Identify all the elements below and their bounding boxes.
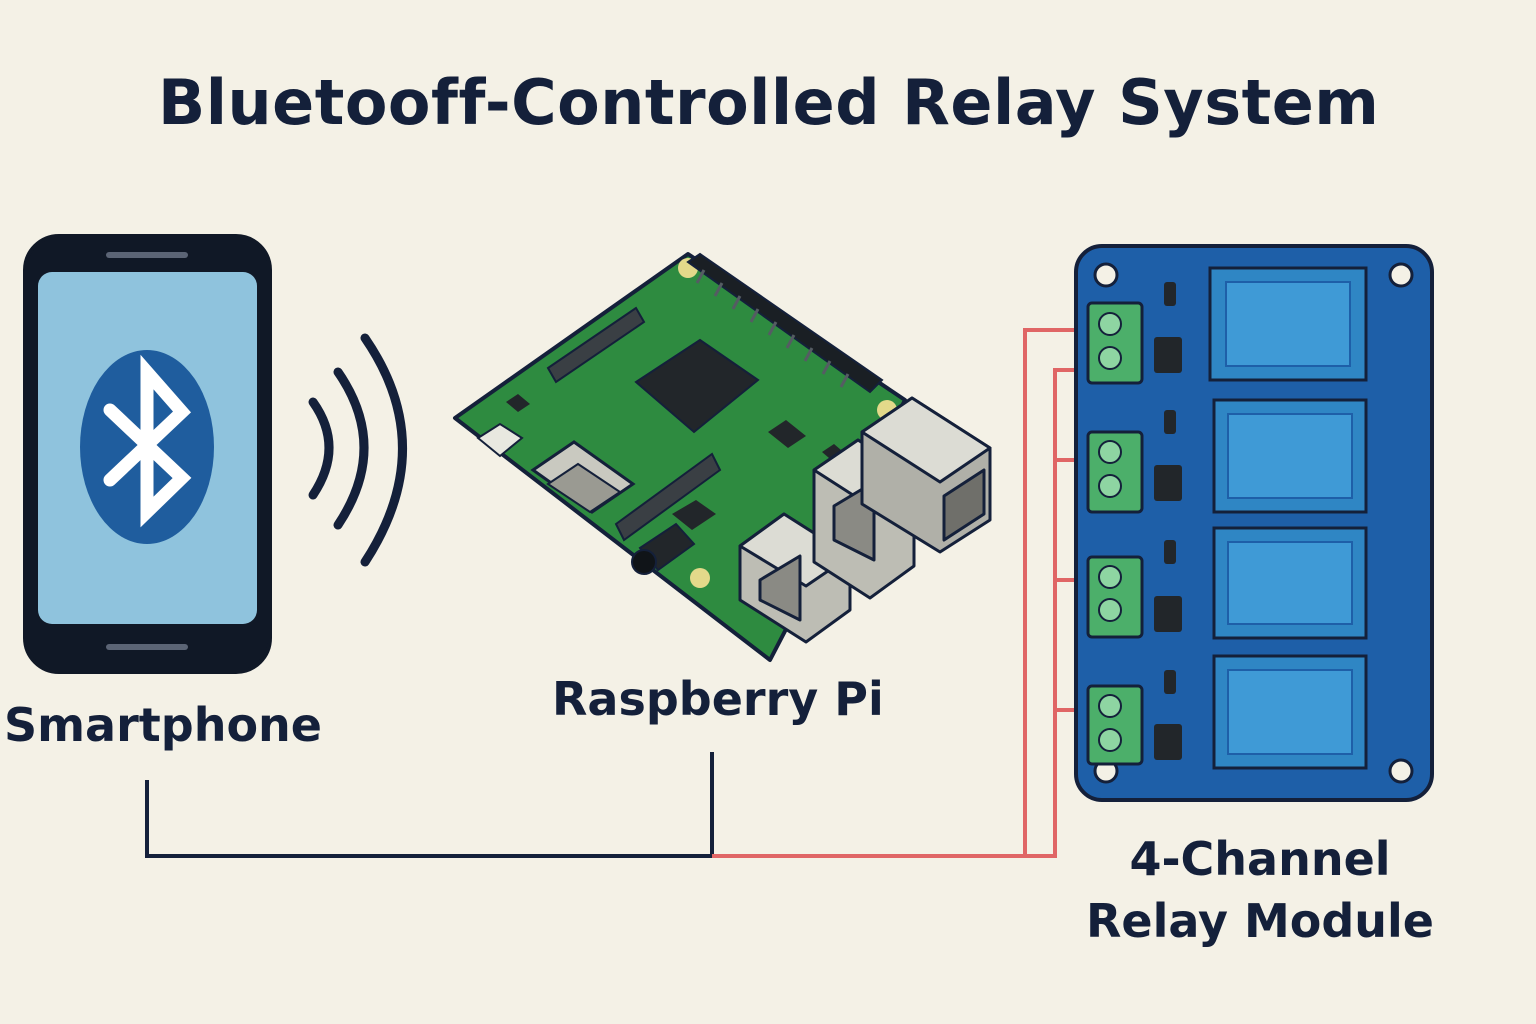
bluetooth-icon (80, 350, 214, 544)
relay-module-label-line1: 4-Channel (1129, 832, 1391, 886)
smartphone-label: Smartphone (4, 698, 323, 752)
raspberry-pi-label: Raspberry Pi (552, 672, 884, 726)
diagram-title: Bluetooff-Controlled Relay System (158, 66, 1380, 139)
pi-to-relay-wires (712, 328, 1088, 858)
relay-module-label: 4-Channel Relay Module (1060, 828, 1460, 952)
relay-channel-3 (1086, 526, 1368, 640)
phone-to-pi-wire (145, 752, 714, 858)
relay-channel-2 (1086, 398, 1368, 514)
relay-channel-1 (1086, 266, 1368, 385)
wireless-signal-icon (308, 333, 407, 567)
raspberry-pi-board (453, 252, 992, 662)
relay-channel-4 (1086, 654, 1368, 770)
relay-module-label-line2: Relay Module (1085, 894, 1435, 948)
